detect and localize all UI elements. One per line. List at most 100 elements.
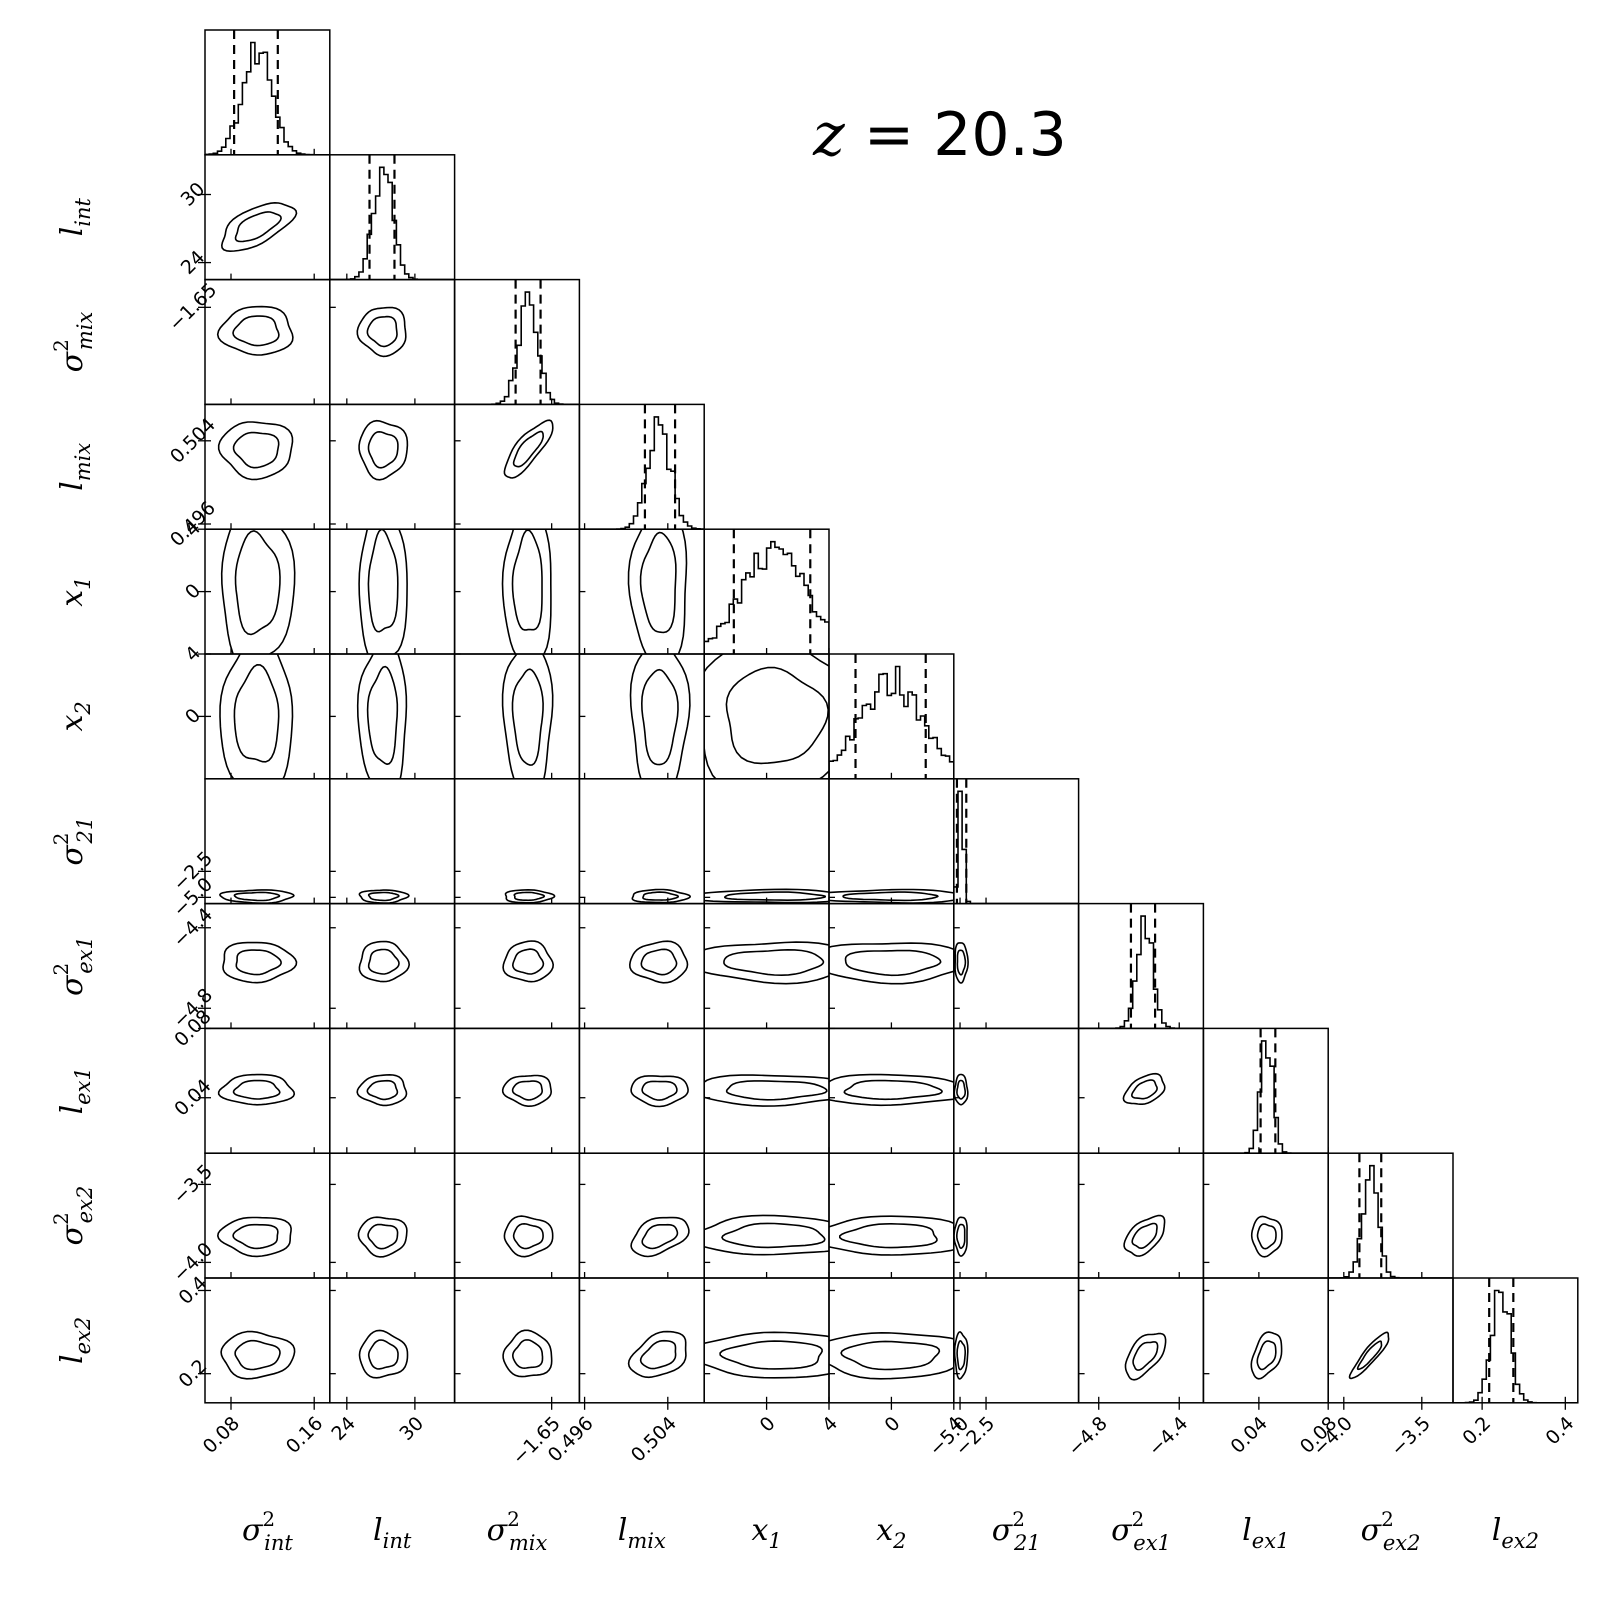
contour-2-sigma-x1-sigma2_ex1 [704, 941, 830, 985]
panel-x1-sigma2_21 [704, 888, 830, 904]
panel-sigma2_int-l_ex2 [220, 1330, 296, 1380]
panel-frame [578, 403, 705, 530]
contour-2-sigma-sigma2_int-l_int [221, 202, 298, 252]
contour-1-sigma-l_mix-sigma2_21 [642, 891, 679, 901]
panel-frame [204, 778, 331, 905]
panel-sigma2_mix-l_ex1 [501, 1074, 552, 1107]
contour-1-sigma-x1-sigma2_21 [724, 891, 826, 901]
histogram-l_ex2 [1453, 1289, 1578, 1403]
x-tick-label-l_int: 24 [327, 1412, 360, 1445]
x-tick-label-x1: 0 [756, 1412, 780, 1436]
contour-2-sigma-l_int-x1 [358, 529, 408, 655]
panel-frame [953, 902, 1080, 1030]
contour-1-sigma-sigma2_ex1-l_ex1 [1131, 1079, 1158, 1100]
contour-2-sigma-l_mix-l_ex2 [627, 1330, 687, 1379]
contour-1-sigma-sigma2_21-sigma2_ex2 [956, 1223, 966, 1249]
y-tick-label-x2: 4 [181, 642, 205, 666]
panel-sigma2_int-sigma2_mix [216, 305, 294, 356]
panel-frame [828, 653, 955, 780]
panel-frame [204, 528, 331, 655]
panel-l_mix-sigma2_ex2 [630, 1216, 690, 1258]
contour-1-sigma-x1-l_ex1 [725, 1080, 828, 1101]
contour-2-sigma-l_mix-x2 [629, 654, 691, 779]
histogram-sigma2_int [205, 41, 330, 155]
panel-frame [828, 778, 955, 905]
contour-1-sigma-sigma2_ex2-l_ex2 [1356, 1340, 1383, 1371]
panel-l_int-l_ex2 [358, 1329, 409, 1379]
contour-2-sigma-sigma2_int-x2 [219, 654, 294, 779]
contour-2-sigma-l_ex1-sigma2_ex2 [1250, 1215, 1283, 1258]
panel-frame [1452, 1277, 1579, 1404]
contour-2-sigma-x2-sigma2_21 [829, 888, 954, 904]
annotation-variable: z [813, 100, 845, 170]
panel-sigma2_ex1-l_ex2 [1124, 1332, 1167, 1381]
contour-1-sigma-l_mix-l_ex1 [641, 1080, 678, 1101]
x-tick-label-x1: 4 [818, 1412, 842, 1436]
panel-frame [703, 1277, 830, 1404]
panel-sigma2_int-x1 [220, 529, 296, 655]
panel-sigma2_mix-x1 [501, 529, 552, 655]
panel-frame [1077, 1027, 1205, 1154]
panel-frame [204, 29, 331, 156]
panel-frame [578, 778, 705, 905]
hist-panel-sigma2_ex2 [1328, 1153, 1453, 1278]
contour-2-sigma-x2-sigma2_ex2 [829, 1215, 954, 1256]
panel-frame [329, 902, 456, 1030]
panel-l_mix-x1 [627, 529, 688, 655]
hist-panel-sigma2_21 [953, 778, 1079, 904]
contour-2-sigma-sigma2_int-l_ex1 [217, 1073, 296, 1106]
contour-2-sigma-sigma2_int-l_ex2 [220, 1330, 296, 1380]
histogram-l_mix [579, 416, 705, 530]
contour-1-sigma-sigma2_mix-x2 [511, 668, 544, 766]
contour-2-sigma-x1-sigma2_ex2 [704, 1214, 830, 1256]
x-axis-label-l_ex2: lex2 [1492, 1513, 1539, 1553]
contour-2-sigma-l_int-l_ex1 [356, 1074, 408, 1107]
contour-1-sigma-sigma2_mix-l_mix [512, 430, 544, 468]
y-tick-label-l_ex2: 0.2 [175, 1355, 212, 1392]
panel-sigma2_mix-l_ex2 [502, 1329, 553, 1378]
contour-1-sigma-sigma2_21-l_ex2 [956, 1340, 966, 1371]
x-tick-label-x2: 0 [880, 1412, 904, 1436]
panel-x2-sigma2_ex1 [829, 942, 954, 985]
contour-2-sigma-sigma2_int-l_mix [217, 421, 294, 481]
contour-2-sigma-sigma2_mix-x1 [501, 529, 552, 655]
panel-frame [703, 778, 830, 905]
contour-1-sigma-l_mix-sigma2_ex2 [641, 1223, 679, 1250]
panel-frame [1327, 1277, 1454, 1404]
panel-frame [329, 778, 456, 905]
x-tick-label-sigma2_ex2: −4.0 [1309, 1412, 1357, 1460]
panel-frame [329, 1277, 456, 1404]
contour-1-sigma-l_mix-x1 [639, 531, 677, 634]
y-tick-label-x1: 0 [181, 580, 205, 604]
panel-sigma2_ex2-l_ex2 [1348, 1331, 1390, 1380]
panel-l_int-sigma2_ex2 [357, 1216, 408, 1258]
y-axis-label-l_ex1: lex1 [55, 1067, 95, 1114]
contour-2-sigma-l_mix-x1 [627, 529, 688, 655]
histogram-sigma2_ex1 [1078, 915, 1204, 1029]
panel-frame [329, 1027, 456, 1154]
contour-2-sigma-l_mix-sigma2_21 [631, 888, 691, 904]
x-axis-label-x2: x2 [876, 1513, 906, 1553]
panel-sigma2_mix-sigma2_21 [504, 889, 556, 904]
panel-l_ex1-l_ex2 [1250, 1331, 1283, 1380]
contour-1-sigma-x2-sigma2_ex1 [844, 949, 942, 977]
contour-2-sigma-sigma2_mix-sigma2_21 [504, 889, 556, 904]
histogram-sigma2_21 [953, 790, 1079, 904]
histogram-x1 [704, 540, 830, 654]
y-axis-label-l_ex2: lex2 [55, 1317, 95, 1364]
contour-1-sigma-l_int-l_mix [367, 431, 399, 469]
panel-x2-l_ex2 [829, 1332, 954, 1380]
contour-1-sigma-sigma2_mix-sigma2_ex2 [512, 1223, 544, 1250]
contour-2-sigma-x2-l_ex1 [829, 1073, 954, 1107]
x-tick-label-sigma2_int: 0.08 [199, 1412, 244, 1457]
panel-frame [953, 1277, 1080, 1404]
panel-frame [453, 528, 581, 655]
contour-1-sigma-sigma2_int-sigma2_21 [233, 891, 281, 902]
contour-1-sigma-l_ex1-sigma2_ex2 [1256, 1223, 1277, 1250]
contour-2-sigma-sigma2_ex1-l_ex1 [1122, 1072, 1166, 1105]
panel-frame [204, 1277, 331, 1404]
panel-l_mix-sigma2_ex1 [629, 940, 689, 984]
